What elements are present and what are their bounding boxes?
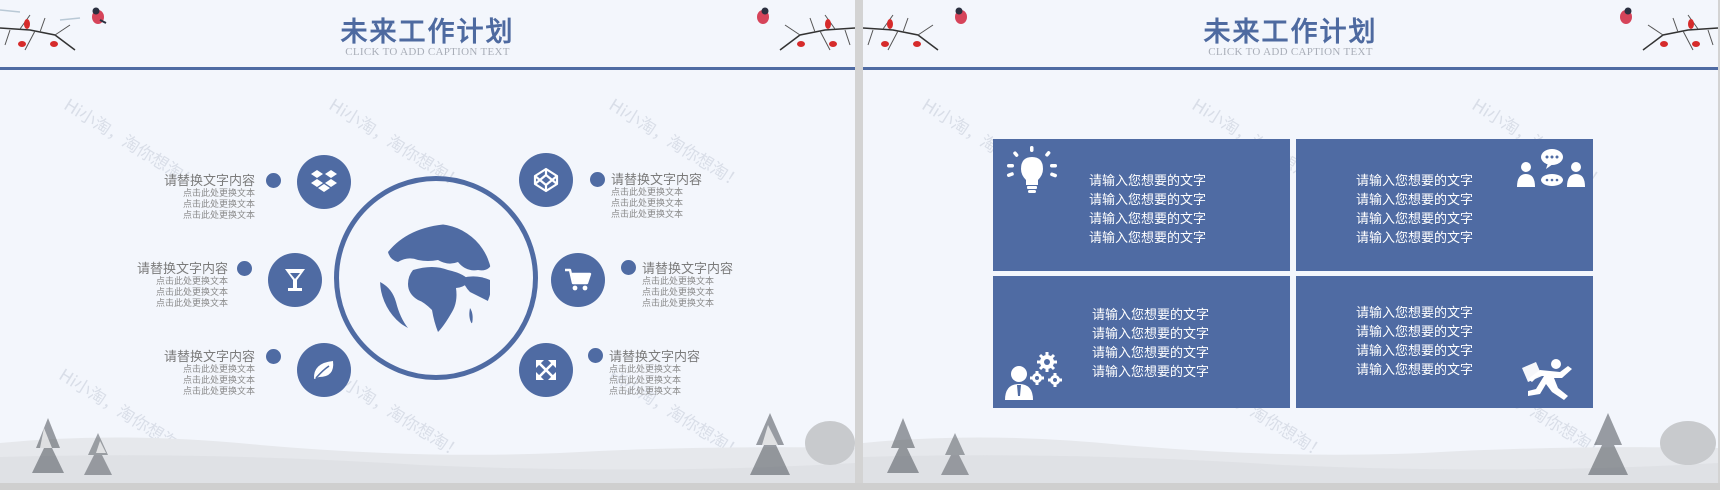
slide-2[interactable]: 未来工作计划 CLICK TO ADD CAPTION TEXT Hi小淘，淘你… xyxy=(863,0,1718,483)
item-description[interactable]: 点击此处更换文本点击此处更换文本点击此处更换文本 xyxy=(182,189,255,221)
title-underline xyxy=(863,67,1718,70)
box-text[interactable]: 请输入您想要的文字请输入您想要的文字请输入您想要的文字请输入您想要的文字 xyxy=(1356,174,1474,246)
dropbox-icon xyxy=(311,170,337,192)
item-title[interactable]: 请替换文字内容 xyxy=(611,173,703,188)
dropbox-icon-button[interactable] xyxy=(297,155,351,209)
winter-branch-right-decoration xyxy=(1618,0,1718,70)
item-description[interactable]: 点击此处更换文本点击此处更换文本点击此处更换文本 xyxy=(642,277,715,309)
cocktail-glass-icon xyxy=(285,269,305,291)
snowy-landscape-decoration xyxy=(863,393,1718,483)
content-box-bottom-right[interactable]: 请输入您想要的文字请输入您想要的文字请输入您想要的文字请输入您想要的文字 xyxy=(1296,276,1593,408)
winter-branch-left-decoration xyxy=(0,0,110,70)
bullet-dot xyxy=(237,261,252,276)
item-description[interactable]: 点击此处更换文本点击此处更换文本点击此处更换文本 xyxy=(609,365,682,397)
winter-branch-right-decoration xyxy=(755,0,855,70)
bullet-dot xyxy=(621,260,636,275)
content-box-top-right[interactable]: 请输入您想要的文字请输入您想要的文字请输入您想要的文字请输入您想要的文字 xyxy=(1296,139,1593,271)
winter-branch-left-decoration xyxy=(863,0,973,70)
codepen-icon-button[interactable] xyxy=(519,153,573,207)
box-text[interactable]: 请输入您想要的文字请输入您想要的文字请输入您想要的文字请输入您想要的文字 xyxy=(1089,174,1207,246)
lightbulb-icon xyxy=(1003,145,1061,199)
running-man-icon xyxy=(1518,356,1580,406)
person-gears-icon xyxy=(1003,352,1067,406)
center-ring xyxy=(334,176,538,380)
box-text[interactable]: 请输入您想要的文字请输入您想要的文字请输入您想要的文字请输入您想要的文字 xyxy=(1356,306,1474,378)
bullet-dot xyxy=(266,349,281,364)
sorter-bottom-bar xyxy=(0,483,1720,490)
slide-title[interactable]: 未来工作计划 xyxy=(1203,17,1378,48)
title-underline xyxy=(0,67,855,70)
globe-icon xyxy=(378,222,494,338)
bullet-dot xyxy=(590,172,605,187)
cocktail-icon-button[interactable] xyxy=(268,253,322,307)
people-chat-icon xyxy=(1516,147,1586,195)
item-title[interactable]: 请替换文字内容 xyxy=(642,262,734,277)
bullet-dot xyxy=(266,173,281,188)
slide-caption[interactable]: CLICK TO ADD CAPTION TEXT xyxy=(345,46,510,58)
snowy-landscape-decoration xyxy=(0,393,855,483)
item-description[interactable]: 点击此处更换文本点击此处更换文本点击此处更换文本 xyxy=(155,277,228,309)
bullet-dot xyxy=(588,348,603,363)
slide-1[interactable]: 未来工作计划 CLICK TO ADD CAPTION TEXT Hi小淘，淘你… xyxy=(0,0,855,483)
item-title[interactable]: 请替换文字内容 xyxy=(163,174,255,189)
item-title[interactable]: 请替换文字内容 xyxy=(609,350,701,365)
item-description[interactable]: 点击此处更换文本点击此处更换文本点击此处更换文本 xyxy=(182,365,255,397)
expand-icon-button[interactable] xyxy=(519,343,573,397)
item-title[interactable]: 请替换文字内容 xyxy=(163,350,255,365)
codepen-cube-icon xyxy=(533,167,559,193)
content-box-top-left[interactable]: 请输入您想要的文字请输入您想要的文字请输入您想要的文字请输入您想要的文字 xyxy=(993,139,1290,271)
slide-title[interactable]: 未来工作计划 xyxy=(340,17,515,48)
box-text[interactable]: 请输入您想要的文字请输入您想要的文字请输入您想要的文字请输入您想要的文字 xyxy=(1092,308,1210,380)
shopping-cart-icon xyxy=(565,268,592,291)
leaf-icon xyxy=(313,361,334,379)
leaf-icon-button[interactable] xyxy=(297,343,351,397)
item-description[interactable]: 点击此处更换文本点击此处更换文本点击此处更换文本 xyxy=(611,188,684,220)
item-title[interactable]: 请替换文字内容 xyxy=(136,262,228,277)
expand-arrows-icon xyxy=(536,360,556,380)
slide-caption[interactable]: CLICK TO ADD CAPTION TEXT xyxy=(1208,46,1373,58)
cart-icon-button[interactable] xyxy=(551,253,605,307)
content-box-bottom-left[interactable]: 请输入您想要的文字请输入您想要的文字请输入您想要的文字请输入您想要的文字 xyxy=(993,276,1290,408)
